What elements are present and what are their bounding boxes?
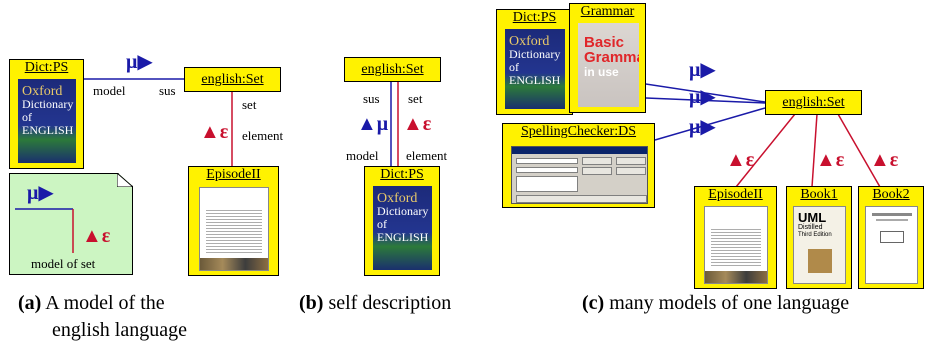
epsilon-link-c1 <box>735 113 796 188</box>
grammar-book-cover: Basic Grammar in use <box>578 23 639 107</box>
cover-line-3-a: ENGLISH <box>22 123 74 137</box>
cover-line-2-c: Dictionary of <box>509 47 561 74</box>
role-sus-a: sus <box>159 83 176 98</box>
document-thumbnail-a <box>199 187 269 271</box>
dict-box-c: Dict:PS Oxford Dictionary of ENGLISH <box>496 9 573 115</box>
mu-link-c3 <box>654 107 766 141</box>
mu-label-a: μ▶ <box>126 51 153 73</box>
cover-line-2-a: Dictionary of <box>22 97 74 124</box>
caption-c-text: many models of one language <box>604 292 850 314</box>
episode-box-a: EpisodeII <box>188 166 279 276</box>
epsilon-label-note: ▲ε <box>82 225 111 247</box>
epsilon-label-c1: ▲ε <box>726 149 755 171</box>
cover-line-3-c: ENGLISH <box>509 73 561 87</box>
epsilon-label-c2: ▲ε <box>816 149 845 171</box>
episode-title-c: EpisodeII <box>708 187 763 202</box>
cover-line-1-b: Oxford <box>377 191 418 206</box>
oxford-dictionary-cover-b: Oxford Dictionary of ENGLISH <box>373 186 432 270</box>
epsilon-link-c2 <box>811 113 818 188</box>
dict-box-b: Dict:PS Oxford Dictionary of ENGLISH <box>364 166 440 276</box>
role-model-b: model <box>346 148 379 163</box>
dict-title-c: Dict:PS <box>512 10 557 25</box>
role-set-b: set <box>408 91 423 106</box>
cover-line-1-c: Oxford <box>509 34 550 49</box>
epsilon-label-a: ▲ε <box>200 121 229 143</box>
cover-line-1-a: Oxford <box>22 84 63 99</box>
set-box-b: english:Set <box>344 57 441 82</box>
caption-c: (c) many models of one language <box>582 291 849 315</box>
role-element-b: element <box>406 148 448 163</box>
set-box-c: english:Set <box>765 90 862 115</box>
role-element-a: element <box>242 128 284 143</box>
spellchecker-dialog-screenshot <box>511 146 648 204</box>
note-model-of-set <box>9 173 133 275</box>
grammar-title-c: Grammar <box>580 4 635 19</box>
set-title-b: english:Set <box>361 62 424 77</box>
grammar-box-c: Grammar Basic Grammar in use <box>569 3 646 113</box>
set-title-c: english:Set <box>782 95 845 110</box>
caption-a-line2: english language <box>52 319 187 341</box>
book2-thumbnail <box>865 206 918 284</box>
role-set-a: set <box>242 97 257 112</box>
book1-cover-line-3: Third Edition <box>798 232 832 238</box>
caption-a-text: A model of the <box>41 292 165 314</box>
set-title-a: english:Set <box>201 72 264 87</box>
dict-box-a: Dict:PS Oxford Dictionary of ENGLISH <box>9 59 84 169</box>
document-thumbnail-c <box>704 206 768 284</box>
spellchecker-title-c: SpellingChecker:DS <box>520 124 637 139</box>
note-graphic <box>15 208 74 253</box>
caption-a: (a) A model of the <box>18 291 165 315</box>
caption-c-prefix: (c) <box>582 292 605 314</box>
dict-title-b: Dict:PS <box>380 167 424 182</box>
cover-line-3-b: ENGLISH <box>377 230 429 244</box>
epsilon-label-b: ▲ε <box>403 113 432 135</box>
book1-cover-line-2: Distilled <box>798 224 823 231</box>
epsilon-link-c3 <box>837 113 881 188</box>
episode-box-c: EpisodeII <box>694 186 777 289</box>
grammar-cover-line-1: Basic <box>584 34 625 51</box>
mu-label-note: μ▶ <box>27 182 54 204</box>
epsilon-label-c3: ▲ε <box>870 149 899 171</box>
oxford-dictionary-cover-a: Oxford Dictionary of ENGLISH <box>18 79 76 163</box>
caption-a-prefix: (a) <box>18 292 42 314</box>
note-label: model of set <box>31 256 96 271</box>
mu-label-c3: μ▶ <box>689 116 716 138</box>
dict-title-a: Dict:PS <box>24 60 69 75</box>
book2-title-c: Book2 <box>872 187 910 202</box>
book1-cover-line-1: UML <box>798 210 827 225</box>
note-fold-icon <box>117 173 133 187</box>
cover-line-2-b: Dictionary of <box>377 204 429 231</box>
oxford-dictionary-cover-c: Oxford Dictionary of ENGLISH <box>505 29 565 109</box>
caption-b-prefix: (b) <box>299 292 324 314</box>
grammar-cover-line-3: in use <box>584 65 619 79</box>
mu-link-c2 <box>645 97 766 104</box>
episode-title-a: EpisodeII <box>206 167 261 182</box>
spellchecker-box-c: SpellingChecker:DS <box>502 123 655 208</box>
book2-box-c: Book2 <box>858 186 924 289</box>
mu-label-c2: μ▶ <box>689 86 716 108</box>
role-sus-b: sus <box>363 91 380 106</box>
book1-box-c: Book1 UML Distilled Third Edition <box>786 186 852 289</box>
caption-b-text: self description <box>323 292 452 314</box>
set-box-a: english:Set <box>184 67 281 92</box>
role-model-a: model <box>93 83 126 98</box>
book1-cover: UML Distilled Third Edition <box>793 206 846 284</box>
mu-label-b: ▲μ <box>357 113 389 135</box>
caption-b: (b) self description <box>299 291 451 315</box>
book1-title-c: Book1 <box>800 187 838 202</box>
mu-label-c1: μ▶ <box>689 59 716 81</box>
grammar-cover-line-2: Grammar <box>584 49 639 66</box>
